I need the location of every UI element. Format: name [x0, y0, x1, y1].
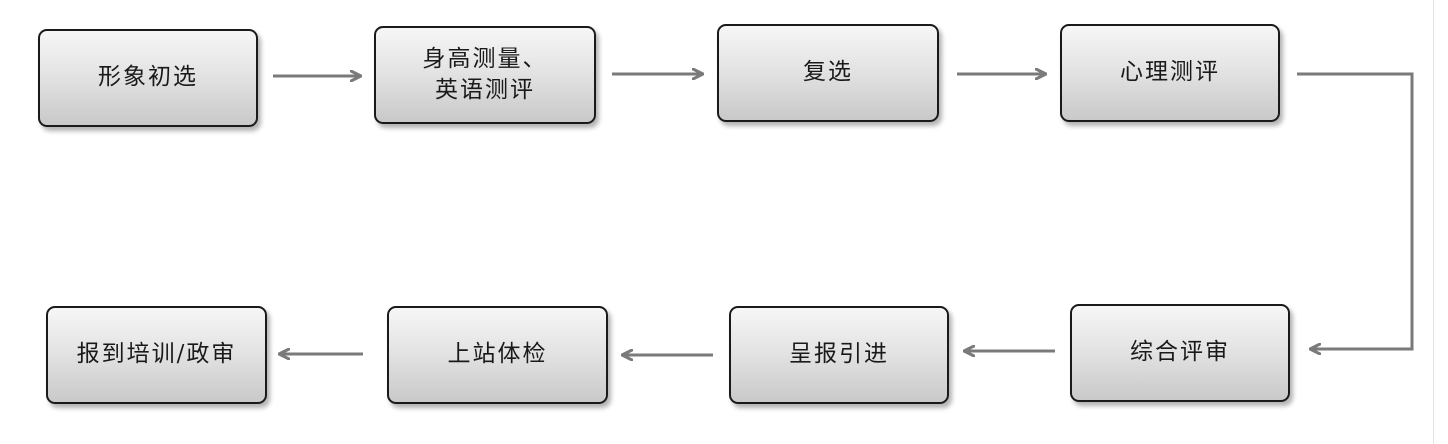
step-medical-exam: 上站体检	[387, 306, 608, 404]
step-training-political-review: 报到培训/政审	[46, 306, 267, 404]
step-comprehensive-review: 综合评审	[1070, 304, 1290, 402]
step-image-screening: 形象初选	[38, 29, 258, 127]
arrow-4-to-5	[1297, 72, 1414, 349]
step-second-screening: 复选	[717, 24, 939, 122]
page-edge-line	[1433, 0, 1434, 444]
step-height-english-test: 身高测量、 英语测评	[374, 26, 596, 124]
step-psych-assessment: 心理测评	[1060, 24, 1280, 122]
step-report-introduction: 呈报引进	[729, 306, 949, 404]
